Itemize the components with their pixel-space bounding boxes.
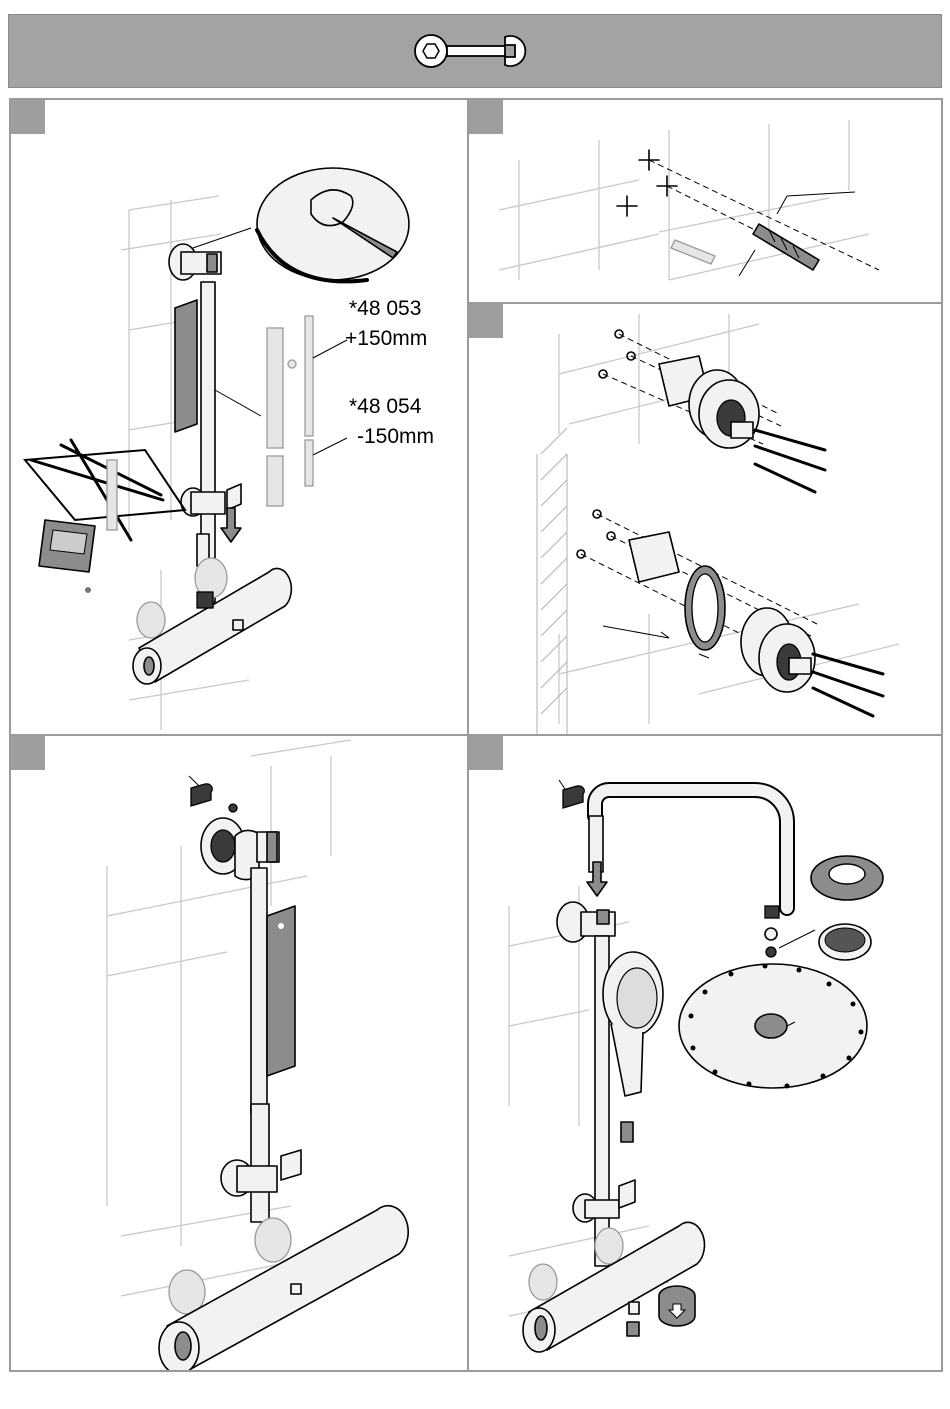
shower-head-assembly-illustration <box>469 736 943 1372</box>
extension-code-minus: *48 054 <box>349 396 421 417</box>
extension-code-plus: *48 053 <box>349 298 421 319</box>
rail-assembly-illustration <box>11 736 469 1372</box>
header-bar <box>8 14 942 88</box>
extension-length-plus: +150mm <box>345 328 427 349</box>
step-panel-3 <box>467 302 943 736</box>
drilling-illustration <box>469 100 943 304</box>
rail-height-adjust-illustration <box>11 100 469 736</box>
step-panel-5 <box>467 734 943 1372</box>
step-panel-4 <box>9 734 469 1372</box>
step-panel-2 <box>467 98 943 304</box>
wrench-icon <box>9 15 943 89</box>
extension-length-minus: -150mm <box>357 426 434 447</box>
step-panel-1: *48 053 +150mm *48 054 -150mm <box>9 98 469 736</box>
wall-bracket-mounting-illustration <box>469 304 943 736</box>
